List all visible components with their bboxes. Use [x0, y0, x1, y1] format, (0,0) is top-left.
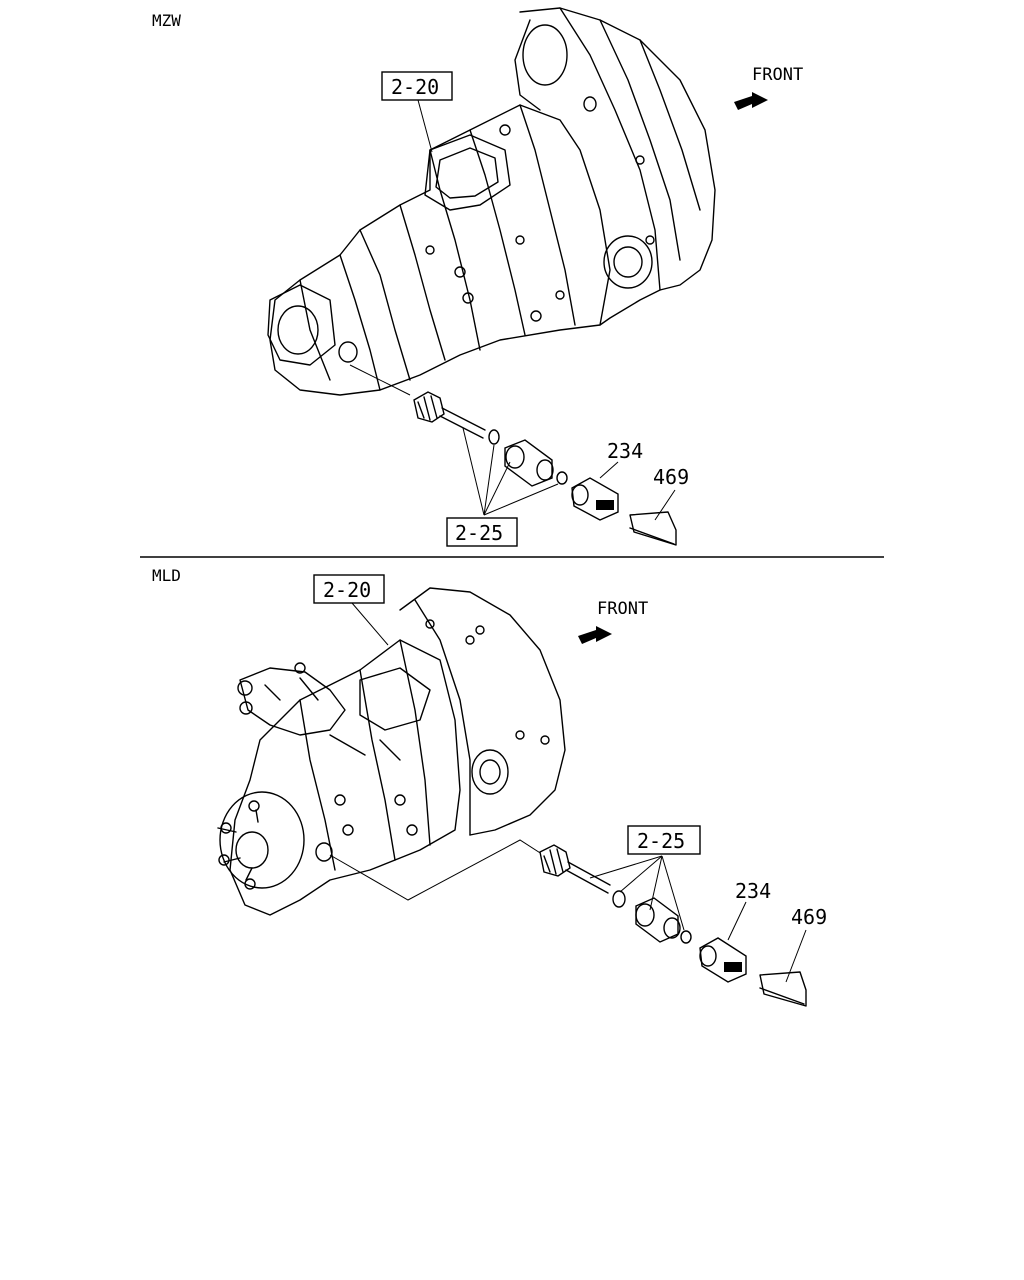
front-label: FRONT — [597, 599, 648, 619]
oil-seal — [680, 930, 692, 944]
sleeve — [504, 439, 553, 487]
variant-label: MZW — [152, 11, 181, 30]
bracket — [759, 971, 807, 1007]
callout-part-234: 234 — [607, 439, 643, 463]
transmission-assembly-mzw — [267, 7, 716, 396]
speedometer-drive-mld — [329, 839, 807, 1007]
section-mld: MLD — [152, 566, 827, 1007]
callout-group-main: 2-20 — [391, 75, 439, 99]
o-ring — [488, 429, 500, 445]
callout-box-2-25 — [446, 517, 518, 547]
front-arrow-icon — [734, 92, 768, 110]
callout-part-469: 469 — [653, 465, 689, 489]
o-ring — [612, 890, 626, 908]
front-label: FRONT — [752, 65, 803, 85]
callout-part-234: 234 — [735, 879, 771, 903]
callout-box-2-20 — [313, 574, 385, 604]
variant-label: MLD — [152, 566, 181, 585]
callout-group-main: 2-20 — [323, 578, 371, 602]
transmission-assembly-mld — [217, 587, 566, 916]
callout-box-2-20 — [381, 71, 453, 101]
front-arrow-icon — [578, 626, 612, 644]
callout-group-drive: 2-25 — [637, 829, 685, 853]
callout-part-469: 469 — [791, 905, 827, 929]
callout-box-2-25 — [627, 825, 701, 855]
leader-line — [349, 364, 411, 396]
section-mzw: MZW — [152, 7, 803, 547]
leader-line — [329, 839, 549, 901]
speed-sensor — [571, 477, 619, 521]
oil-seal — [556, 471, 568, 485]
bracket — [629, 511, 677, 546]
speedometer-drive-mzw — [349, 364, 677, 546]
speed-sensor — [699, 937, 747, 983]
callout-group-drive: 2-25 — [455, 521, 503, 545]
